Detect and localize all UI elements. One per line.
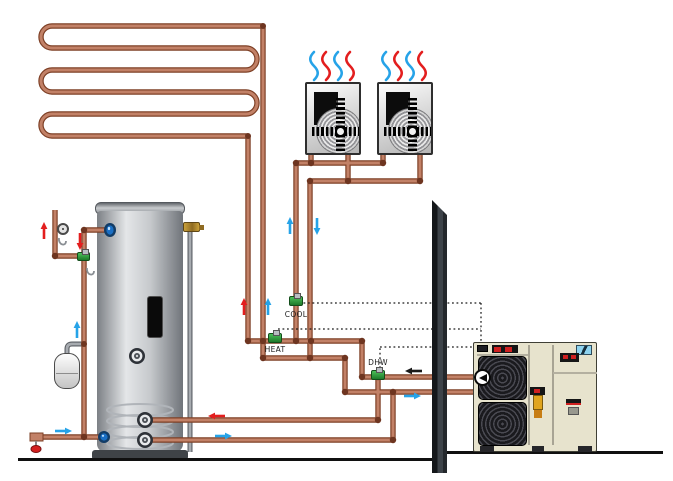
outdoor-ground-line <box>437 451 663 454</box>
flow-arrow-cold-riser-up <box>73 321 81 338</box>
fan-blade-vertical <box>408 98 417 153</box>
fan-hub <box>335 126 346 137</box>
air-waves <box>308 50 428 82</box>
indoor-floor-line <box>18 458 434 461</box>
cool-zone-valve <box>289 293 303 306</box>
heat-wave-icon <box>320 50 332 82</box>
wall <box>432 200 447 473</box>
dhw-zone-valve <box>371 367 385 380</box>
drain-valve <box>29 432 44 453</box>
panel-seam <box>477 354 528 356</box>
terminal-strip <box>492 345 518 353</box>
flow-arrow-fancoil-return-down <box>313 218 321 235</box>
cool-wave-icon <box>308 50 320 82</box>
flow-arrow-hp-supply-left <box>405 367 422 375</box>
cold-inlet-port-bottom <box>98 431 110 443</box>
temperature-gauge-icon <box>57 223 69 235</box>
expansion-tank <box>54 353 80 389</box>
heat-label: HEAT <box>264 345 286 354</box>
foot <box>578 446 592 452</box>
cool-wave-icon <box>380 50 392 82</box>
pipe-hangers <box>58 237 95 276</box>
coil-supply-port <box>137 412 153 428</box>
mixing-valve <box>77 249 90 261</box>
foot <box>480 446 494 452</box>
water-connection-badge <box>474 369 491 386</box>
flow-arrow-fancoil-supply-up <box>286 217 294 234</box>
cool-label: COOL <box>284 310 308 319</box>
control-display <box>477 345 488 352</box>
flow-arrow-floor-return-up <box>264 298 272 315</box>
panel-seam <box>553 372 597 374</box>
tank-display-window <box>147 296 163 338</box>
flow-arrow-cold-feed-right <box>55 427 72 435</box>
fan-coil-unit-2 <box>377 82 433 155</box>
fan-coil-unit-1 <box>305 82 361 155</box>
cool-wave-icon <box>332 50 344 82</box>
thermowell-port <box>129 348 145 364</box>
storage-tank <box>92 202 188 460</box>
panel-seam <box>552 345 554 445</box>
brand-logo <box>576 345 592 355</box>
refrigerant-valve <box>530 387 545 419</box>
tank-body <box>97 211 183 452</box>
coil-return-port <box>137 432 153 448</box>
electrical-component <box>560 353 579 362</box>
flow-arrows <box>40 217 422 440</box>
flow-arrow-hp-return-right <box>404 392 421 400</box>
flow-arrow-floor-supply-up <box>240 298 248 315</box>
cold-inlet-port-top <box>104 223 116 237</box>
flow-arrow-mixing-feed-down <box>76 233 84 250</box>
fan-hub <box>407 126 418 137</box>
flow-arrow-dhw-supply-left <box>208 412 225 420</box>
flow-arrow-dhw-return-right <box>215 432 232 440</box>
tank-base <box>92 450 188 460</box>
heat-zone-valve <box>268 330 282 343</box>
foot <box>532 446 544 452</box>
service-valve <box>566 399 581 415</box>
control-wiring <box>277 302 482 368</box>
heat-wave-icon <box>416 50 428 82</box>
heat-pump-outdoor-unit <box>473 342 597 452</box>
dhw-label: DHW <box>368 358 388 367</box>
tp-relief-valve <box>183 222 204 232</box>
cool-wave-icon <box>404 50 416 82</box>
heat-wave-icon <box>344 50 356 82</box>
fan-grille-bottom <box>478 402 527 446</box>
panel-seam <box>528 345 530 445</box>
heat-wave-icon <box>392 50 404 82</box>
fan-blade-vertical <box>336 98 345 153</box>
flow-arrow-hot-water-out-up <box>40 222 48 239</box>
tank-ports <box>98 223 153 448</box>
